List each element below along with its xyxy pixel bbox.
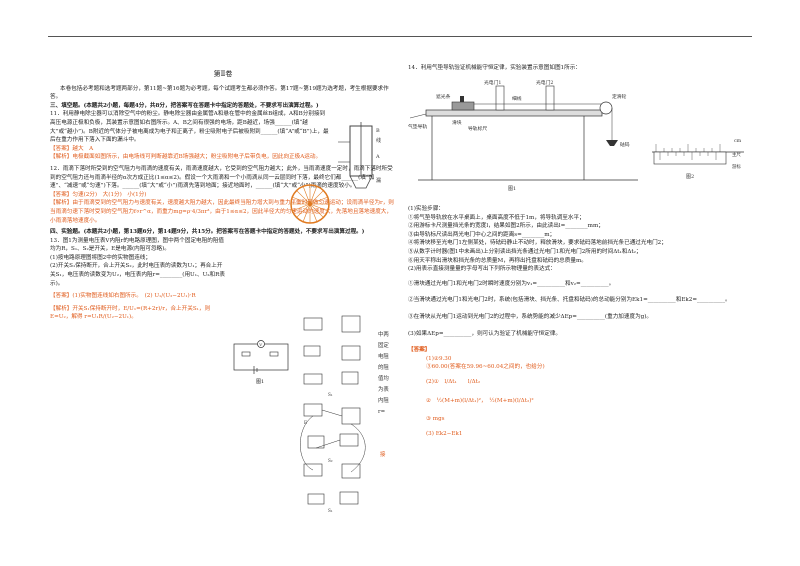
right-column-body: (1)实验步骤： ①将气垫导轨放在水平桌面上，桌面高度不低于1m，将导轨调至水平… [408, 205, 752, 438]
svg-text:S₁: S₁ [328, 392, 333, 397]
rope-label: 细线 [512, 95, 522, 102]
gate1-label: 光电门1 [484, 79, 501, 86]
figure-side-note: 中两固定电阻的阻值均为表内阻r= [378, 332, 389, 415]
rail-label: 气垫导轨 [408, 123, 427, 130]
step-2: ②用游标卡尺测量挡光条的宽度l，结果如图2所示，由此读出l=________mm… [408, 223, 604, 230]
q3-text: (3)如果ΔEp=__________，则可认为验证了机械能守恒定律。 [408, 330, 561, 337]
svg-text:E: E [304, 420, 307, 425]
shade-label: 遮光条 [436, 93, 451, 100]
answer-title: 【答案】 [408, 347, 431, 354]
figure-side-note-b: 接 [380, 452, 386, 458]
q12-text: 12．雨滴下落时所受到的空气阻力与雨滴的速度有关，雨滴速度越大，它受到的空气阻力… [50, 165, 393, 190]
step-4: ④将滑块移至光电门1左侧某处，待砝码静止不动时，释放滑块，要求砝码落地前挡光条已… [408, 240, 667, 247]
pulley-label: 定滑轮 [612, 93, 627, 100]
q11-text: 11．利用静电除尘器可以消除空气中的粉尘。静电除尘器由金属管A和悬在管中的金属丝… [50, 111, 329, 144]
fig1-label: 图1 [508, 186, 516, 192]
step-3: ③由导轨标尺读出两光电门中心之间的距离s=________m； [408, 231, 556, 238]
svg-text:线: 线 [376, 137, 381, 144]
vernier-scale-label: 游标 [732, 163, 741, 170]
q13-step2: (2)开关S₁保持断开，合上开关S₂，此时电压表的读数为U₁；再合上开关S₁，电… [50, 263, 225, 287]
fig2-label: 图2 [686, 174, 694, 180]
result-2: ②当滑块通过光电门1和光电门2时，系统(包括滑块、挡光条、托盘和砝码)的总动能分… [408, 297, 731, 304]
svg-text:A: A [375, 154, 380, 160]
right-column: 14．利用气垫导轨验证机械能守恒定律，实验装置示意图如图1所示： [408, 64, 752, 73]
q13-answer: 【答案】(1)实物图连线如右图所示。 (2) U₁/(U₂−2U₁)·R [50, 293, 196, 300]
main-scale-label: 主尺 [732, 151, 741, 158]
air-track-figure: 光电门1 光电门2 遮光条 滑块 细线 定滑轮 气垫导轨 导轨标尺 砝码 图1 [408, 76, 644, 194]
part3-heading: 三、填空题。(本题共2小题，每题4分，共8分，把答案写在答题卡中指定的答题处，不… [50, 102, 319, 109]
apparatus-figure-2: E S₂ S₁ S₁ [296, 312, 376, 516]
header-rule [48, 36, 752, 37]
figure-1-label: 图1 [256, 379, 265, 385]
section-title: 第Ⅱ卷 [213, 70, 233, 78]
slider-label: 滑块 [452, 119, 462, 126]
q14-answer-block: 【答案】 (1)②9.30 ③60.00(答案在59.96~60.04之间的，也… [408, 346, 752, 438]
q2-heading: (2)用表示直接测量量的字母写出下列所示物理量的表达式： [408, 266, 556, 273]
svg-text:S₂: S₂ [328, 458, 333, 463]
screw-label: 导轨标尺 [468, 125, 487, 132]
q14-text: 14．利用气垫导轨验证机械能守恒定律，实验装置示意图如图1所示： [408, 65, 581, 71]
result-3: ③在滑块从光电门1运动到光电门2的过程中，系统势能的减少ΔEp=________… [408, 313, 653, 320]
intro-text: 本卷包括必考题和选考题两部分，第11题~第16题为必考题，每个试题考生都必须作答… [50, 85, 389, 101]
weight-label: 砝码 [620, 141, 630, 148]
precipitator-figure: B 线 A 漏 [336, 122, 392, 192]
answer-3: (2)① l/Δt₁ l/Δt₂ [426, 378, 481, 385]
q13-step1: (1)按电路原理图将图2中的实物图连线； [50, 254, 151, 261]
svg-text:漏: 漏 [376, 177, 381, 184]
left-column: 第Ⅱ卷 本卷包括必考题和选考题两部分，第11题~第16题为必考题，每个试题考生都… [50, 50, 396, 322]
svg-text:V: V [258, 342, 262, 347]
answer-6: (3) Ek2−Ek1 [426, 430, 463, 437]
q13-analysis: 【解析】开关S₁保持断开时，E/U₁=(R+2r)/r，合上开关S₁，则E=U₂… [50, 305, 211, 321]
answer-1: (1)②9.30 [426, 355, 452, 362]
steps-heading: (1)实验步骤： [408, 206, 444, 212]
q11-answer: 【答案】越大 A [50, 145, 94, 152]
vernier-figure: cm 主尺 游标 图2 [648, 130, 748, 196]
cm-label: cm [734, 139, 742, 144]
svg-text:B: B [376, 128, 380, 134]
radial-field-figure [288, 182, 332, 226]
step-1: ①将气垫导轨放在水平桌面上，桌面高度不低于1m，将导轨调至水平； [408, 214, 585, 221]
step-5: ⑤从数字计时器(图1中未画出)上分别读出挡光条通过光电门1和光电门2所用的时间Δ… [408, 248, 642, 255]
part4-heading: 四、实验题。(本题共2小题，第13题6分，第14题9分，共15分。把答案写在答题… [50, 229, 365, 236]
answer-2: ③60.00(答案在59.96~60.04之间的，也给分) [426, 364, 545, 371]
svg-text:S₁: S₁ [328, 508, 333, 513]
step-6: ⑥用天平称出滑块和挡光条的总质量M，再称出托盘和砝码的总质量m。 [408, 257, 587, 264]
gate2-label: 光电门2 [536, 79, 553, 86]
q12-answer: 【答案】匀速(2分) 大(1分) 小(1分) [50, 191, 147, 198]
q13-text: 13．图1为测量电压表V内阻r的电路原理图，图中两个固定电阻的阻值均为R，S₁、… [50, 237, 225, 253]
q11-analysis: 【解析】电极截面如图所示，由电场线可判断越靠近B场强越大；粉尘吸附电子后带负电，… [50, 154, 322, 161]
answer-5: ③ mgs [426, 416, 445, 423]
answer-4: ② ½(M+m)(l/Δt₁)²， ½(M+m)(l/Δt₂)² [426, 397, 534, 404]
circuit-figure-1: V [230, 340, 292, 376]
result-1: ①滑块通过光电门1和光电门2时瞬时速度分别为v₁=__________和v₂=_… [408, 280, 615, 287]
q12-analysis: 【解析】由于雨滴受到的空气阻力与速度有关，速度越大阻力越大，因此最终当阻力增大到… [50, 200, 394, 224]
